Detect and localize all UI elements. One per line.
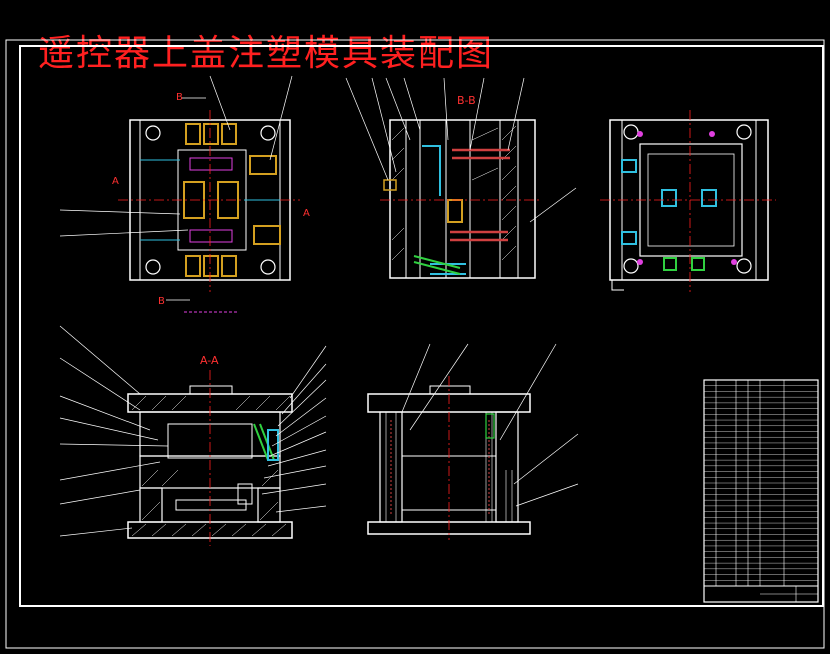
section-view-aa (59, 325, 327, 546)
section-mark-b-bottom: B (158, 296, 165, 307)
outer-frame (5, 39, 825, 649)
plan-view-fixed-half (600, 110, 776, 292)
plan-view-moving-half (59, 75, 300, 313)
inner-frame (19, 45, 824, 607)
parts-list-table (703, 379, 819, 603)
section-mark-b-top: B (176, 92, 183, 103)
section-view-bb (345, 77, 577, 279)
section-label-aa: A-A (200, 354, 219, 367)
section-label-bb: B-B (457, 94, 476, 107)
section-mark-a-left: A (112, 176, 119, 187)
side-section-view (367, 343, 579, 540)
section-mark-a-right: A (303, 208, 310, 219)
